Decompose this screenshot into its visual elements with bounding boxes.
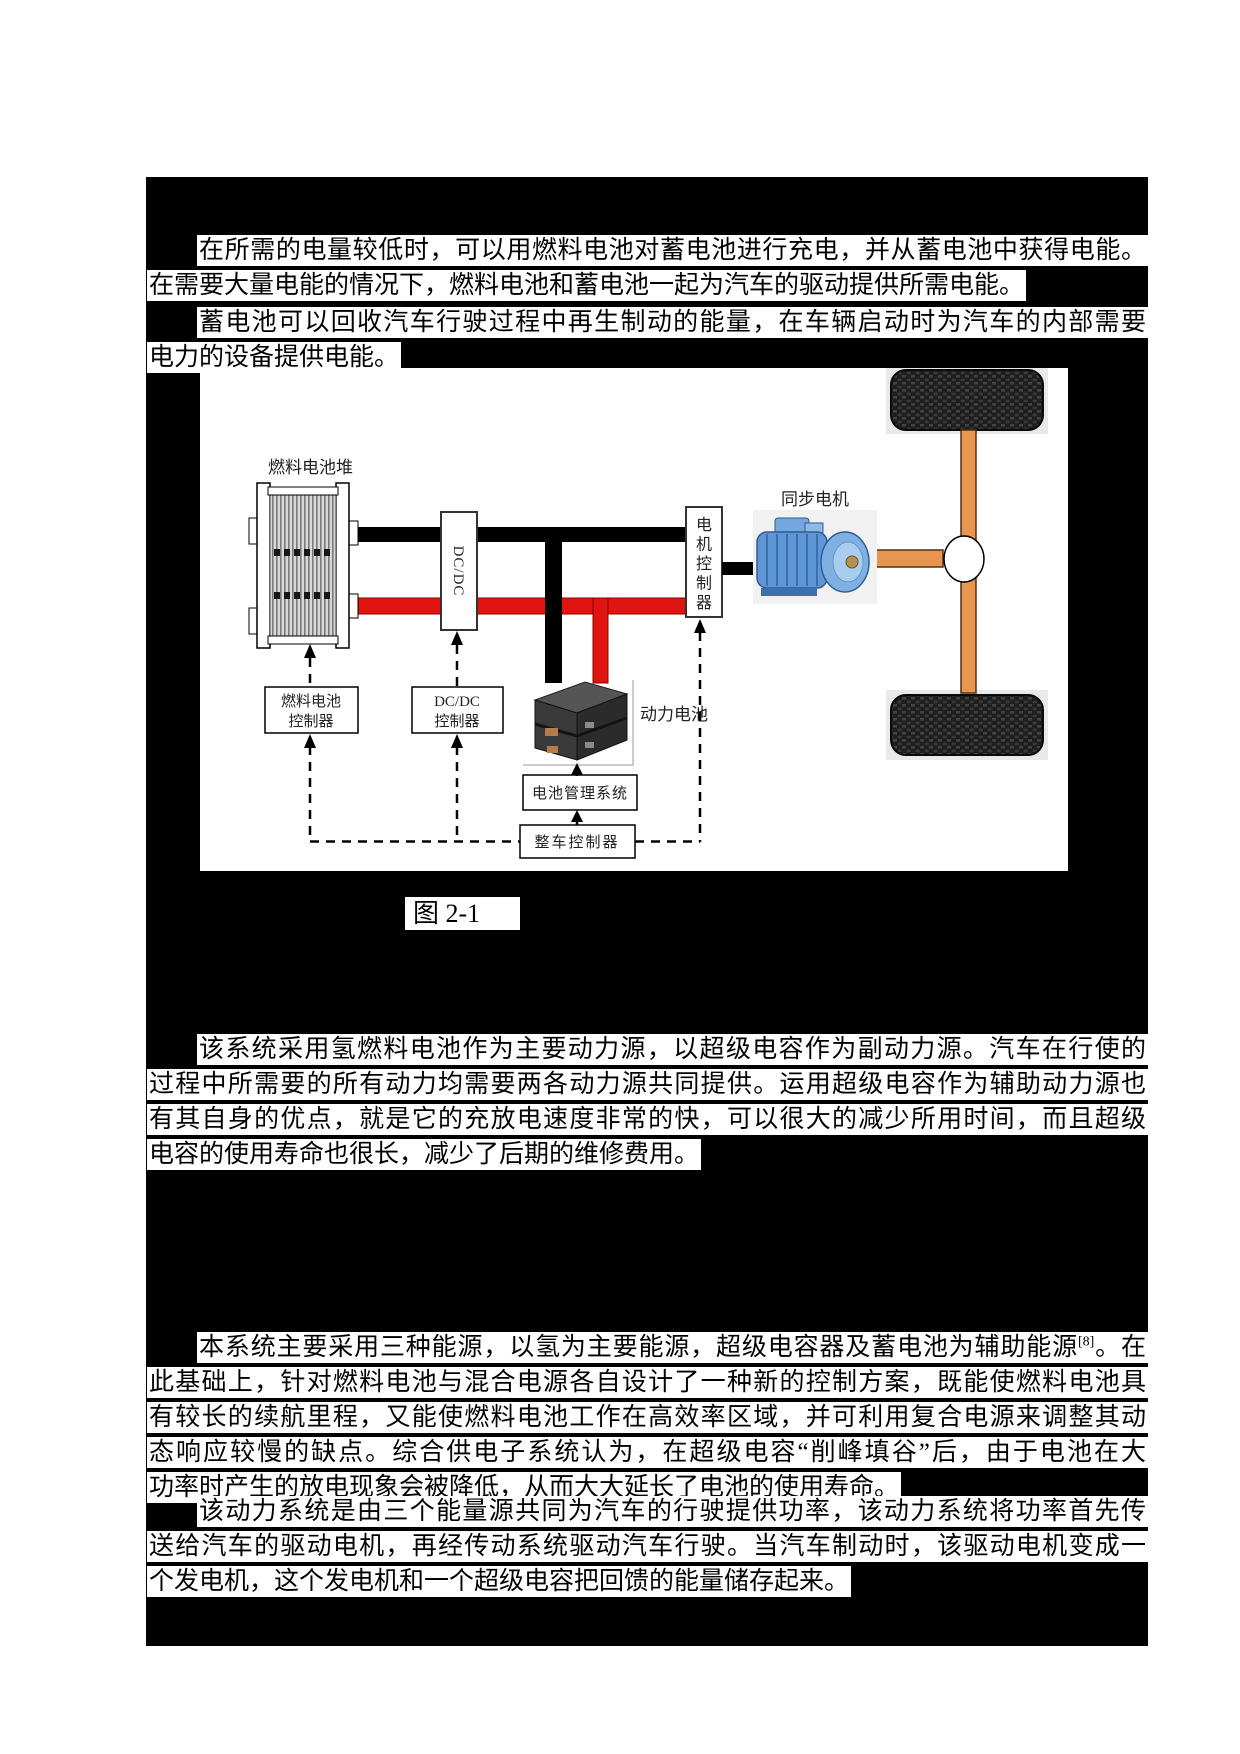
highlighted-text: 本系统主要采用三种能源，以氢为主要能源，超级电容器及蓄电池为辅助能源[8]。在 <box>197 1332 1148 1363</box>
stack-tab <box>348 520 359 546</box>
stack-cells <box>269 494 337 637</box>
arrow-to-dcc <box>451 734 463 748</box>
highlighted-text: 电容的使用寿命也很长，减少了后期的维修费用。 <box>147 1139 702 1170</box>
highlighted-text: 该动力系统是由三个能量源共同为汽车的行驶提供功率，该动力系统将功率首先传 <box>197 1496 1148 1527</box>
drive-shaft-horizontal <box>866 549 944 568</box>
figure-2-1: 燃料电池堆 DC/DC 电机控制器 <box>200 368 1068 871</box>
arrow-to-battery <box>571 763 583 775</box>
text-line: 在需要大量电能的情况下，燃料电池和蓄电池一起为汽车的驱动提供所需电能。 <box>147 268 1148 303</box>
highlighted-text: 态响应较慢的缺点。综合供电子系统认为，在超级电容“削峰填谷”后，由于电池在大 <box>147 1437 1148 1468</box>
battery-management-box <box>522 774 638 811</box>
content-block: 在所需的电量较低时，可以用燃料电池对蓄电池进行充电，并从蓄电池中获得电能。在需要… <box>146 177 1148 1646</box>
highlighted-text: 此基础上，针对燃料电池与混合电源各自设计了一种新的控制方案，既能使燃料电池具 <box>147 1367 1148 1398</box>
stack-cap-top <box>267 486 339 496</box>
differential <box>943 535 985 583</box>
battery-tag <box>547 746 558 753</box>
motor-shaft-hub <box>845 555 859 569</box>
highlighted-text: 有较长的续航里程，又能使燃料电池工作在高效率区域，并可利用复合电源来调整其动 <box>147 1402 1148 1433</box>
paragraph-3: 该系统采用氢燃料电池作为主要动力源，以超级电容作为副动力源。汽车在行使的过程中所… <box>147 1032 1148 1172</box>
fuel-cell-controller-label-line2: 控制器 <box>288 713 333 730</box>
text-line: 有较长的续航里程，又能使燃料电池工作在高效率区域，并可利用复合电源来调整其动 <box>147 1400 1148 1435</box>
text-line: 态响应较慢的缺点。综合供电子系统认为，在超级电容“削峰填谷”后，由于电池在大 <box>147 1435 1148 1470</box>
stack-bolts <box>274 549 330 599</box>
motor-ribs <box>766 534 818 586</box>
text-line: 在所需的电量较低时，可以用燃料电池对蓄电池进行充电，并从蓄电池中获得电能。 <box>147 233 1148 268</box>
arrow-to-dcdc <box>451 631 463 645</box>
highlighted-text: 在所需的电量较低时，可以用燃料电池对蓄电池进行充电，并从蓄电池中获得电能。 <box>197 235 1148 266</box>
text-line: 个发电机，这个发电机和一个超级电容把回馈的能量储存起来。 <box>147 1564 1148 1599</box>
highlighted-text: 有其自身的优点，就是它的充放电速度非常的快，可以很大的减少所用时间，而且超级 <box>147 1104 1148 1135</box>
control-signal-lines <box>308 632 702 843</box>
battery-management-label: 电池管理系统 <box>532 785 628 802</box>
highlighted-text: 该系统采用氢燃料电池作为主要动力源，以超级电容作为副动力源。汽车在行使的 <box>197 1034 1148 1065</box>
highlighted-text: 送给汽车的驱动电机，再经传动系统驱动汽车行驶。当汽车制动时，该驱动电机变成一 <box>147 1531 1148 1562</box>
arrow-to-bms <box>571 810 583 822</box>
text-line: 本系统主要采用三种能源，以氢为主要能源，超级电容器及蓄电池为辅助能源[8]。在 <box>147 1330 1148 1365</box>
dcdc-controller-box <box>411 686 504 734</box>
motor-cable <box>722 562 755 575</box>
citation-superscript: [8] <box>1077 1334 1095 1350</box>
text-line: 电容的使用寿命也很长，减少了后期的维修费用。 <box>147 1137 1148 1172</box>
figure-caption: 图 2-1 <box>405 897 521 931</box>
arrow-to-fcc <box>304 734 316 748</box>
vehicle-controller-box <box>519 824 636 859</box>
text-line: 送给汽车的驱动电机，再经传动系统驱动汽车行驶。当汽车制动时，该驱动电机变成一 <box>147 1529 1148 1564</box>
stack-endplate-right <box>335 482 350 649</box>
signal-arrowheads <box>304 619 706 822</box>
sync-motor-label: 同步电机 <box>781 490 849 509</box>
fuel-cell-stack <box>248 482 359 649</box>
motor-controller-label: 电机控制器 <box>696 516 712 612</box>
highlighted-text: 个发电机，这个发电机和一个超级电容把回馈的能量储存起来。 <box>147 1566 852 1597</box>
battery-feed-red <box>592 597 609 684</box>
paragraph-4: 本系统主要采用三种能源，以氢为主要能源，超级电容器及蓄电池为辅助能源[8]。在此… <box>147 1330 1148 1505</box>
arrow-to-motor-controller <box>694 619 706 633</box>
motor-feet <box>761 588 817 596</box>
highlighted-text: 在需要大量电能的情况下，燃料电池和蓄电池一起为汽车的驱动提供所需电能。 <box>147 270 1027 301</box>
tire-bottom <box>890 694 1044 756</box>
fuel-cell-controller-box <box>264 686 359 734</box>
battery-tag <box>585 742 594 748</box>
stack-endplate-left <box>256 482 271 649</box>
vehicle-controller-label: 整车控制器 <box>534 834 619 851</box>
battery-tag <box>585 722 594 728</box>
dcdc-controller-label-line2: 控制器 <box>434 713 479 730</box>
battery-tag <box>545 728 558 736</box>
paragraph-1: 在所需的电量较低时，可以用燃料电池对蓄电池进行充电，并从蓄电池中获得电能。在需要… <box>147 233 1148 303</box>
stack-cap-bottom <box>267 635 339 645</box>
dc-bus-red <box>339 597 687 615</box>
highlighted-text: 电力的设备提供电能。 <box>147 342 402 373</box>
stack-tab <box>348 593 359 619</box>
paragraph-5: 该动力系统是由三个能量源共同为汽车的行驶提供功率，该动力系统将功率首先传送给汽车… <box>147 1494 1148 1599</box>
sync-motor-image <box>753 510 877 604</box>
dcdc-controller-label-line1: DC/DC <box>434 694 480 710</box>
figure-caption-text: 图 2-1 <box>405 897 521 930</box>
tire-top <box>890 369 1044 431</box>
power-battery-image <box>523 680 634 766</box>
text-line: 有其自身的优点，就是它的充放电速度非常的快，可以很大的减少所用时间，而且超级 <box>147 1102 1148 1137</box>
highlighted-text: 过程中所需要的所有动力均需要两各动力源共同提供。运用超级电容作为辅助动力源也 <box>147 1069 1148 1100</box>
dcdc-converter-box <box>440 511 478 631</box>
text-line: 该系统采用氢燃料电池作为主要动力源，以超级电容作为副动力源。汽车在行使的 <box>147 1032 1148 1067</box>
rear-axle-assembly <box>866 368 1048 760</box>
text-line: 电力的设备提供电能。 <box>147 340 1148 375</box>
fuel-cell-controller-label-line1: 燃料电池 <box>281 692 341 710</box>
fuel-cell-stack-label: 燃料电池堆 <box>268 458 353 477</box>
text-line: 该动力系统是由三个能量源共同为汽车的行驶提供功率，该动力系统将功率首先传 <box>147 1494 1148 1529</box>
paragraph-2: 蓄电池可以回收汽车行驶过程中再生制动的能量，在车辆启动时为汽车的内部需要电力的设… <box>147 305 1148 375</box>
text-line: 过程中所需要的所有动力均需要两各动力源共同提供。运用超级电容作为辅助动力源也 <box>147 1067 1148 1102</box>
highlighted-text: 蓄电池可以回收汽车行驶过程中再生制动的能量，在车辆启动时为汽车的内部需要 <box>197 307 1148 338</box>
dc-bus-black <box>348 527 686 542</box>
battery-feed-black <box>545 527 562 683</box>
dcdc-converter-label: DC/DC <box>450 546 466 597</box>
text-line: 此基础上，针对燃料电池与混合电源各自设计了一种新的控制方案，既能使燃料电池具 <box>147 1365 1148 1400</box>
text-line: 蓄电池可以回收汽车行驶过程中再生制动的能量，在车辆启动时为汽车的内部需要 <box>147 305 1148 340</box>
arrow-to-stack <box>304 644 316 658</box>
powertrain-diagram: 燃料电池堆 DC/DC 电机控制器 <box>248 368 1048 859</box>
power-battery-label: 动力电池 <box>640 705 708 724</box>
